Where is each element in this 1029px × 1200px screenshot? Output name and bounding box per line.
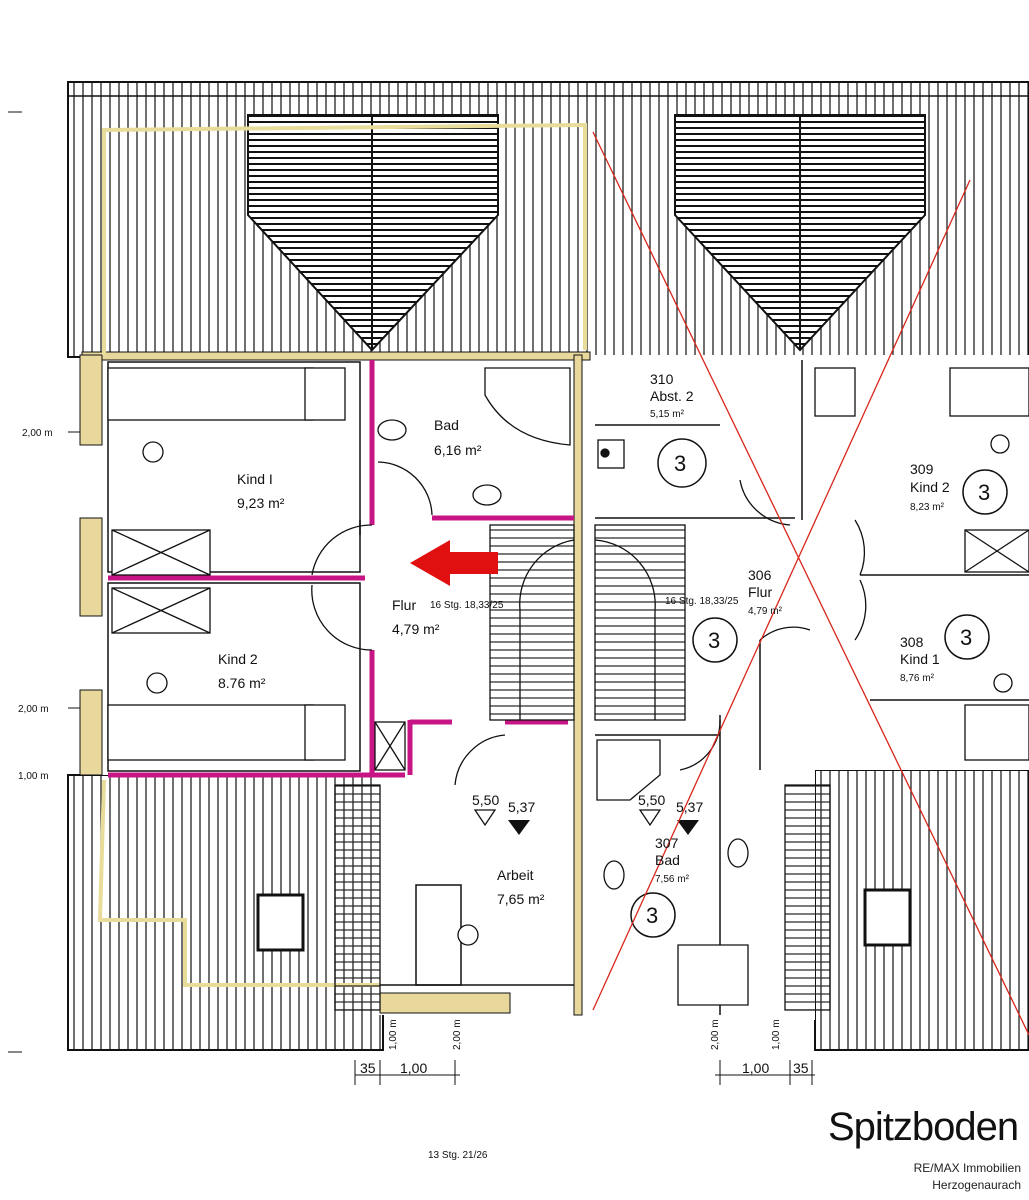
room-number-310: 310 [650, 371, 674, 387]
room-name-307: Bad [655, 852, 680, 868]
room-name-kind2: Kind 2 [218, 651, 258, 667]
footer-stairs-note: 13 Stg. 21/26 [428, 1150, 488, 1161]
plan-title: Spitzboden [828, 1105, 1019, 1149]
room-area-kind2: 8.76 m² [218, 675, 266, 691]
furniture [107, 367, 1029, 1006]
dormer-right [674, 114, 926, 352]
dim-vert-100-a: 1,00 m [388, 1019, 399, 1050]
room-area-arbeit: 7,65 m² [497, 891, 545, 907]
room-area-306: 4,79 m² [748, 606, 783, 617]
credit-location: Herzogenaurach [932, 1178, 1021, 1192]
dim-vert-200-b: 2,00 m [710, 1019, 721, 1050]
dim-vert-200-a: 2,00 m [452, 1019, 463, 1050]
crossed-out-lines [592, 131, 1029, 1036]
room-number-306: 306 [748, 567, 772, 583]
room-area-307: 7,56 m² [655, 874, 690, 885]
position-arrow [410, 540, 498, 586]
stairs-left [489, 524, 575, 721]
credit-company: RE/MAX Immobilien [913, 1161, 1021, 1175]
room-area-flur: 4,79 m² [392, 621, 440, 637]
level-b-left: 5,37 [508, 799, 535, 815]
level-markers [473, 809, 699, 835]
dim-bottom-100-left: 1,00 [400, 1060, 427, 1076]
skylight-right [863, 888, 912, 947]
dim-left-200b: 2,00 m [18, 704, 49, 715]
dimension-lines [8, 111, 815, 1085]
room-name-306: Flur [748, 584, 772, 600]
usable-area-outline [102, 122, 587, 355]
room-name-309: Kind 2 [910, 479, 950, 495]
room-number-307: 307 [655, 835, 679, 851]
level-b-right: 5,37 [676, 799, 703, 815]
stairs-attic [334, 784, 831, 1011]
badge-3-c: 3 [708, 628, 720, 653]
room-name-arbeit: Arbeit [497, 867, 534, 883]
level-a-left: 5,50 [472, 792, 499, 808]
room-area-308: 8,76 m² [900, 673, 935, 684]
room-area-310: 5,15 m² [650, 409, 685, 420]
badge-3-b: 3 [978, 480, 990, 505]
door-swings [311, 461, 867, 786]
dim-left-200a: 2,00 m [22, 428, 53, 439]
stairs-label-right: 16 Stg. 18,33/25 [665, 596, 739, 607]
level-a-right: 5,50 [638, 792, 665, 808]
new-walls [108, 360, 574, 778]
badge-3-d: 3 [960, 625, 972, 650]
interior-lines [107, 360, 1029, 1015]
room-number-309: 309 [910, 461, 934, 477]
existing-walls [79, 351, 591, 1016]
badge-3-e: 3 [646, 903, 658, 928]
roof-bottom [67, 769, 1029, 1051]
room-area-309: 8,23 m² [910, 502, 945, 513]
dormer-left [247, 114, 499, 352]
room-area-kind1: 9,23 m² [237, 495, 285, 511]
dim-vert-100-b: 1,00 m [771, 1019, 782, 1050]
stairs-label-left: 16 Stg. 18,33/25 [430, 600, 504, 611]
room-name-308: Kind 1 [900, 651, 940, 667]
unit-badges [630, 438, 1008, 938]
room-name-310: Abst. 2 [650, 388, 694, 404]
room-name-bad: Bad [434, 417, 459, 433]
dim-bottom-100-right: 1,00 [742, 1060, 769, 1076]
dim-bottom-35-left: 35 [360, 1060, 376, 1076]
stairs-right [594, 524, 686, 721]
badge-3-a: 3 [674, 451, 686, 476]
room-name-kind1: Kind I [237, 471, 273, 487]
dim-bottom-35-right: 35 [793, 1060, 809, 1076]
room-number-308: 308 [900, 634, 924, 650]
room-name-flur: Flur [392, 597, 416, 613]
skylight-left [256, 893, 305, 952]
room-area-bad: 6,16 m² [434, 442, 482, 458]
dim-left-100: 1,00 m [18, 771, 49, 782]
